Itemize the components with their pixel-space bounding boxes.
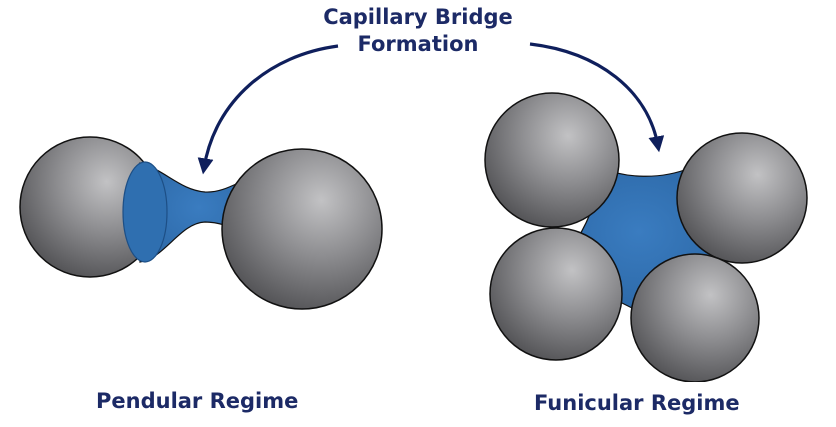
title-line-1: Capillary Bridge (323, 5, 513, 29)
funicular-sphere-bottom-left (489, 227, 623, 361)
funicular-sphere-top-right (676, 132, 808, 264)
title-line-2: Formation (357, 32, 479, 56)
pendular-diagram (19, 136, 383, 310)
pendular-sphere-right (221, 148, 383, 310)
funicular-sphere-top-left (484, 92, 620, 228)
pendular-regime-label: Pendular Regime (96, 389, 299, 413)
funicular-sphere-bottom-right (630, 253, 760, 383)
funicular-regime-label: Funicular Regime (534, 391, 740, 415)
funicular-diagram (480, 92, 810, 392)
diagram-title: Capillary Bridge Formation (300, 4, 536, 58)
left-arrow (197, 44, 339, 175)
pendular-meniscus (122, 161, 168, 263)
right-arrow (529, 42, 665, 153)
